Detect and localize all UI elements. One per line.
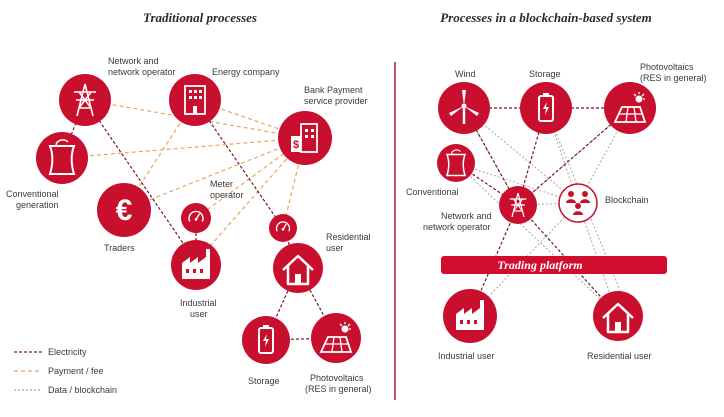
node-conventional-generation: Conventional generation — [6, 132, 88, 210]
node-industrial-user: Industrial user — [171, 240, 221, 319]
trading-platform-label: Trading platform — [497, 258, 582, 272]
svg-text:Blockchain: Blockchain — [605, 195, 649, 205]
euro-icon: € — [116, 194, 133, 227]
node-traders: € Traders — [97, 183, 151, 253]
node-network-operator: Network and network operator — [59, 56, 176, 126]
svg-text:Photovoltaics: Photovoltaics — [310, 373, 364, 383]
node-right-industrial: Industrial user — [438, 289, 497, 361]
legend-electricity: Electricity — [48, 347, 87, 357]
svg-text:Industrial user: Industrial user — [438, 351, 495, 361]
node-bank: Bank Payment service provider — [278, 85, 368, 165]
svg-text:Conventional: Conventional — [6, 189, 59, 199]
svg-text:operator: operator — [210, 190, 244, 200]
right-panel-title: Processes in a blockchain-based system — [440, 10, 652, 25]
svg-text:(RES in general): (RES in general) — [640, 73, 707, 83]
node-wind: Wind — [438, 69, 490, 134]
node-right-storage: Storage — [520, 69, 572, 134]
left-panel-title: Traditional processes — [143, 10, 257, 25]
svg-text:Bank Payment: Bank Payment — [304, 85, 363, 95]
svg-text:generation: generation — [16, 200, 59, 210]
node-left-photovoltaics: Photovoltaics (RES in general) — [305, 313, 372, 394]
svg-text:Residential: Residential — [326, 232, 371, 242]
svg-text:Storage: Storage — [248, 376, 280, 386]
node-right-conventional: Conventional — [406, 144, 475, 197]
svg-text:network operator: network operator — [423, 222, 491, 232]
node-right-photovoltaics: Photovoltaics (RES in general) — [604, 62, 707, 134]
node-right-network: Network and network operator — [423, 186, 537, 232]
svg-text:Residential user: Residential user — [587, 351, 652, 361]
svg-text:user: user — [326, 243, 344, 253]
svg-text:Network and: Network and — [441, 211, 492, 221]
svg-text:Industrial: Industrial — [180, 298, 217, 308]
svg-text:Meter: Meter — [210, 179, 233, 189]
svg-text:Traders: Traders — [104, 243, 135, 253]
svg-text:Wind: Wind — [455, 69, 476, 79]
svg-text:service provider: service provider — [304, 96, 368, 106]
svg-text:Photovoltaics: Photovoltaics — [640, 62, 694, 72]
svg-text:Energy company: Energy company — [212, 67, 280, 77]
legend-data: Data / blockchain — [48, 385, 117, 395]
node-energy-company: Energy company — [169, 67, 280, 126]
svg-text:Conventional: Conventional — [406, 187, 459, 197]
node-meter-operator: Meter operator — [181, 179, 244, 233]
node-blockchain: Blockchain — [558, 183, 649, 223]
node-residential-meter — [269, 214, 297, 242]
svg-text:Network and: Network and — [108, 56, 159, 66]
node-residential-user: Residential user — [273, 232, 371, 293]
node-left-storage: Storage — [242, 316, 290, 386]
svg-text:network operator: network operator — [108, 67, 176, 77]
legend: Electricity Payment / fee Data / blockch… — [14, 347, 117, 395]
svg-text:(RES in general): (RES in general) — [305, 384, 372, 394]
node-right-residential: Residential user — [587, 291, 652, 361]
svg-text:user: user — [190, 309, 208, 319]
legend-payment: Payment / fee — [48, 366, 104, 376]
trading-platform-bar: Trading platform — [441, 256, 667, 274]
svg-text:Storage: Storage — [529, 69, 561, 79]
